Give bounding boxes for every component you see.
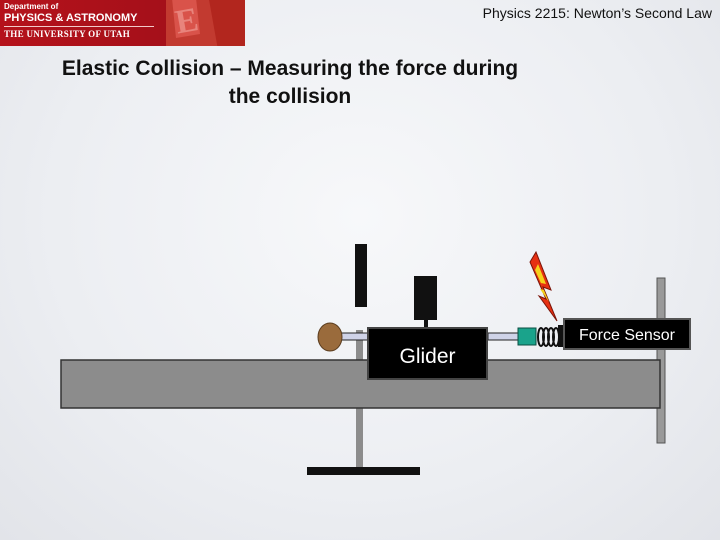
glider-flag-stem	[424, 318, 428, 328]
bumper-ball	[317, 322, 343, 352]
course-title: Physics 2215: Newton’s Second Law	[482, 5, 712, 21]
block-u-logo-icon: E	[166, 0, 245, 46]
air-track	[60, 359, 661, 409]
university-logo: Department of PHYSICS & ASTRONOMY THE UN…	[0, 0, 245, 46]
sensor-tip	[517, 327, 537, 346]
logo-physics-text: PHYSICS & ASTRONOMY	[4, 12, 138, 24]
impact-bolt-icon	[529, 250, 558, 322]
logo-department-text: Department of	[4, 2, 59, 11]
stand-base	[307, 467, 420, 475]
glider-rod-left	[339, 332, 369, 341]
glider-flag	[414, 276, 437, 320]
force-sensor-label: Force Sensor	[563, 318, 691, 350]
spring-coils	[537, 327, 560, 347]
glider-label: Glider	[367, 327, 488, 380]
glider-rod-right	[487, 332, 519, 341]
sensor-body	[558, 325, 566, 347]
logo-university-text: THE UNIVERSITY OF UTAH	[4, 29, 131, 39]
slide-title: Elastic Collision – Measuring the force …	[61, 57, 519, 108]
logo-divider	[4, 26, 154, 27]
flag-left	[355, 244, 367, 307]
